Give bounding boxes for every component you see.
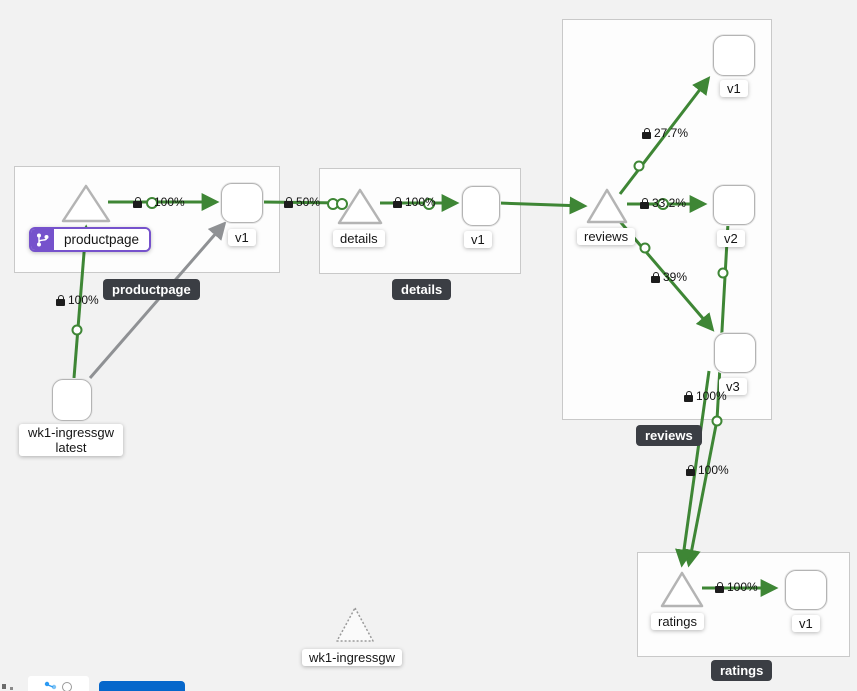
edge-to-reviews[interactable] (498, 196, 588, 215)
label-ratings-v1[interactable]: v1 (792, 615, 820, 632)
edge-traffic-percent: 39% (663, 270, 688, 284)
graph-type-icon (44, 681, 57, 690)
edge-label-details-v1: 100% (393, 195, 436, 209)
virtual-service-branch-icon (31, 229, 54, 250)
edge-ingressgw-to-productpage-v1[interactable] (88, 221, 227, 379)
edge-traffic-percent: 50% (296, 195, 321, 209)
node-reviews-v3[interactable] (714, 333, 756, 373)
badge-productpage: productpage (103, 279, 200, 300)
mtls-lock-icon (133, 196, 142, 208)
node-details-v1[interactable] (462, 186, 500, 226)
edge-ingressgw-to-productpage[interactable] (72, 224, 94, 379)
mtls-lock-icon (651, 271, 660, 283)
node-idle-ingress-service[interactable] (334, 604, 376, 650)
label-details-service[interactable]: details (333, 230, 385, 247)
node-productpage-v1[interactable] (221, 183, 263, 223)
label-reviews-v1[interactable]: v1 (720, 80, 748, 97)
label-ingressgw-line1: wk1-ingressgw (28, 425, 114, 440)
edge-waypoint (639, 242, 651, 254)
mtls-lock-icon (715, 581, 724, 593)
edge-label-v2-ratings: 100% (686, 463, 729, 477)
label-reviews-v2[interactable]: v2 (717, 230, 745, 247)
label-productpage-v1[interactable]: v1 (228, 229, 256, 246)
mtls-lock-icon (640, 197, 649, 209)
edge-traffic-percent: 100% (727, 580, 758, 594)
edge-waypoint (71, 324, 83, 336)
edge-waypoint (717, 267, 729, 279)
mtls-lock-icon (686, 464, 695, 476)
mtls-lock-icon (642, 127, 651, 139)
node-ratings-service[interactable] (659, 569, 705, 615)
node-productpage-service[interactable] (60, 182, 112, 230)
edge-waypoint (336, 198, 348, 210)
edge-waypoint (423, 198, 435, 210)
edge-traffic-percent: 33.2% (652, 196, 687, 210)
zoom-control-partial[interactable] (10, 687, 13, 690)
node-ingressgw-workload[interactable] (52, 379, 92, 421)
edge-waypoint (146, 197, 158, 209)
label-ingressgw-workload[interactable]: wk1-ingressgw latest (19, 424, 123, 456)
edge-traffic-percent: 100% (405, 195, 436, 209)
edge-waypoint (657, 198, 669, 210)
edge-label-ratings-v1: 100% (715, 580, 758, 594)
mtls-lock-icon (393, 196, 402, 208)
edge-traffic-percent: 100% (68, 293, 99, 307)
node-reviews-v2[interactable] (713, 185, 755, 225)
edge-traffic-percent: 27.7% (654, 126, 689, 140)
mtls-lock-icon (684, 390, 693, 402)
edge-label-v3-ratings: 100% (684, 389, 727, 403)
label-reviews-service[interactable]: reviews (577, 228, 636, 245)
node-reviews-service[interactable] (585, 186, 629, 231)
edge-reviews-v3-to-ratings[interactable] (675, 370, 711, 568)
badge-details: details (392, 279, 452, 300)
edge-traffic-percent: 100% (698, 463, 729, 477)
node-reviews-v1[interactable] (713, 35, 755, 76)
node-ratings-v1[interactable] (785, 570, 827, 610)
node-details-service[interactable] (336, 186, 384, 232)
edge-label-productpage-v1-details: 50% (284, 195, 320, 209)
edge-waypoint (711, 415, 723, 427)
primary-action-button[interactable] (99, 681, 185, 691)
zoom-control-partial[interactable] (2, 684, 6, 689)
badge-ratings: ratings (711, 660, 773, 681)
edge-reviews-to-v1[interactable] (618, 76, 711, 195)
label-details-v1[interactable]: v1 (464, 231, 492, 248)
label-reviews-v3[interactable]: v3 (719, 378, 747, 395)
mtls-lock-icon (56, 294, 65, 306)
circle-icon (62, 682, 72, 691)
mtls-lock-icon (284, 196, 293, 208)
edge-waypoint (633, 160, 645, 172)
edge-traffic-percent: 100% (154, 195, 185, 209)
label-ratings-service[interactable]: ratings (651, 613, 705, 630)
productpage-service-label[interactable]: productpage (29, 227, 152, 252)
edge-label-productpage-v1: 100% (133, 195, 185, 209)
edge-label-reviews-v2: 33.2% (640, 196, 686, 210)
edge-label-reviews-v1: 27.7% (642, 126, 688, 140)
label-idle-ingress-service[interactable]: wk1-ingressgw (302, 649, 402, 666)
edge-traffic-percent: 100% (696, 389, 727, 403)
edge-label-reviews-v3: 39% (651, 270, 687, 284)
badge-reviews: reviews (636, 425, 702, 446)
productpage-service-label-text: productpage (54, 229, 150, 250)
edge-label-ingress-productpage: 100% (56, 293, 99, 307)
label-ingressgw-line2: latest (55, 440, 87, 455)
mini-toolbar-button[interactable] (28, 676, 89, 691)
